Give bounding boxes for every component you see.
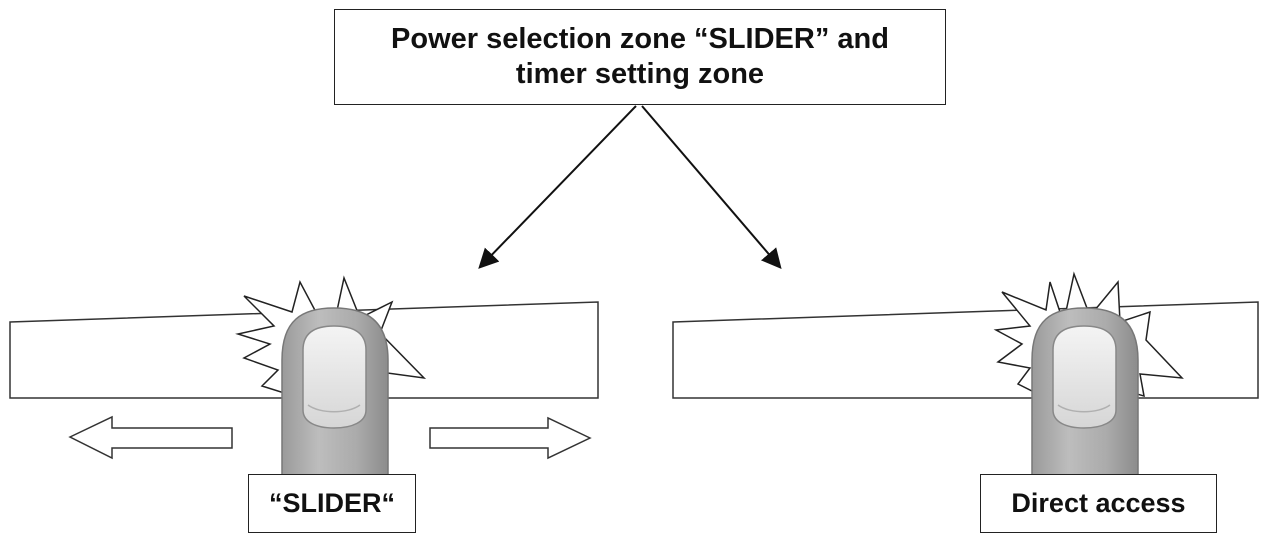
arrow-left-icon [68, 415, 233, 460]
pointer-arrow-right [641, 105, 782, 270]
direct-access-label: Direct access [980, 474, 1217, 533]
slider-label: “SLIDER“ [248, 474, 416, 533]
finger-icon [281, 307, 389, 479]
slider-panel [9, 275, 599, 479]
direct-access-strip[interactable] [672, 301, 1259, 399]
pointer-arrows [478, 105, 782, 270]
title-line-1: Power selection zone “SLIDER” and [391, 23, 889, 55]
pointer-arrow-left [478, 105, 637, 269]
title-callout: Power selection zone “SLIDER” and timer … [334, 9, 946, 105]
direct-access-panel [672, 271, 1259, 479]
title-line-2: timer setting zone [515, 58, 765, 90]
arrow-right-icon [429, 416, 592, 460]
finger-icon [1031, 307, 1139, 479]
